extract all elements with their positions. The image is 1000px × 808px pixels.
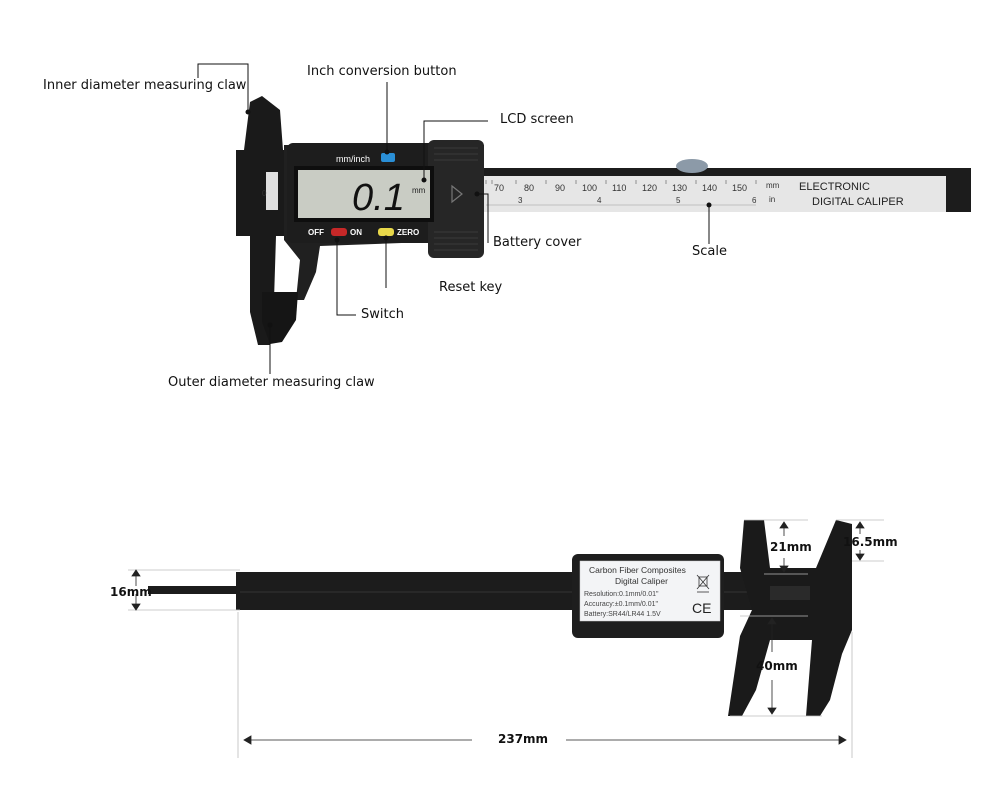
ce-mark: CE xyxy=(692,600,711,616)
outer-claw-tip xyxy=(262,292,298,344)
scale-mm-120: 120 xyxy=(642,183,657,193)
scale-in-4: 4 xyxy=(597,196,602,205)
thumb-wheel xyxy=(676,159,708,173)
scale-mm-110: 110 xyxy=(612,183,626,193)
scale-mm-100: 100 xyxy=(582,183,597,193)
scale-in-numbers: 3 4 5 6 xyxy=(518,196,757,205)
scale-mm-70: 70 xyxy=(494,183,504,193)
scale-mm-unit: mm xyxy=(766,181,780,190)
callout-leaders xyxy=(197,63,710,374)
spec-label xyxy=(579,560,721,622)
back-jaw-window xyxy=(770,586,810,600)
callout-reset-key: Reset key xyxy=(439,280,503,295)
label-title-1: Carbon Fiber Composites xyxy=(589,565,686,575)
weee-bin-icon xyxy=(696,574,710,593)
dimension-lines xyxy=(128,519,884,758)
brand-line-2: DIGITAL CALIPER xyxy=(812,196,904,208)
callout-inner-claw: Inner diameter measuring claw xyxy=(43,78,247,93)
label-title-2: Digital Caliper xyxy=(615,576,668,586)
mm-inch-label: mm/inch xyxy=(336,154,370,164)
scale-strip xyxy=(484,176,946,212)
leader-switch xyxy=(336,240,356,316)
depth-rod xyxy=(148,586,240,594)
scale-mm-150: 150 xyxy=(732,183,747,193)
scale-in-3: 3 xyxy=(518,196,523,205)
dim-depth-rod: 16mm xyxy=(110,585,152,599)
callout-dots xyxy=(245,109,712,328)
scale-mm-90: 90 xyxy=(555,183,565,193)
label-battery: Battery:SR44/LR44 1.5V xyxy=(584,611,661,618)
scale-in-unit: in xyxy=(769,195,775,204)
lcd-unit: mm xyxy=(412,186,426,195)
zero-mark: 0 xyxy=(262,189,267,198)
grip-ribs xyxy=(434,147,478,251)
zero-label: ZERO xyxy=(397,228,419,237)
dim-outer-claw-depth: 40mm xyxy=(756,659,798,673)
label-resolution: Resolution:0.1mm/0.01" xyxy=(584,591,659,598)
label-accuracy: Accuracy:±0.1mm/0.01" xyxy=(584,601,659,608)
callout-switch: Switch xyxy=(361,307,404,322)
callout-battery-cover: Battery cover xyxy=(493,235,582,250)
callout-scale: Scale xyxy=(692,244,727,259)
dim-total-length: 237mm xyxy=(498,732,549,746)
scale-mm-140: 140 xyxy=(702,183,717,193)
back-jaws xyxy=(728,520,852,716)
inch-conversion-button[interactable] xyxy=(381,153,395,162)
zero-reset-button[interactable] xyxy=(378,228,394,236)
dim-inner-claw-depth: 21mm xyxy=(770,540,812,554)
leader-inner-claw xyxy=(197,63,249,112)
lcd-screen xyxy=(298,170,430,218)
dim-inner-claw-width: 16.5mm xyxy=(843,535,898,549)
scale-left-window xyxy=(266,172,278,210)
callout-outer-claw: Outer diameter measuring claw xyxy=(168,375,375,390)
leader-battery xyxy=(477,193,489,243)
on-off-switch[interactable] xyxy=(331,228,347,236)
scale-mm-130: 130 xyxy=(672,183,687,193)
play-arrow-icon xyxy=(451,184,463,204)
brand-line-1: ELECTRONIC xyxy=(799,181,870,193)
on-label: ON xyxy=(350,228,362,237)
lcd-value: 0.1 xyxy=(352,177,405,219)
caliper-front-view: 0 0.1 mm mm/inch OFF ON ZERO 70 xyxy=(197,63,971,374)
callout-inch-button: Inch conversion button xyxy=(307,64,457,79)
scale-mm-80: 80 xyxy=(524,183,534,193)
scale-mm-numbers: 70 80 90 100 110 120 130 140 150 xyxy=(494,183,747,193)
leader-lcd xyxy=(423,120,488,180)
scale-in-6: 6 xyxy=(752,196,757,205)
off-label: OFF xyxy=(308,228,324,237)
caliper-back-view: Carbon Fiber Composites Digital Caliper … xyxy=(128,519,884,758)
scale-in-5: 5 xyxy=(676,196,681,205)
callout-lcd-screen: LCD screen xyxy=(500,112,574,127)
